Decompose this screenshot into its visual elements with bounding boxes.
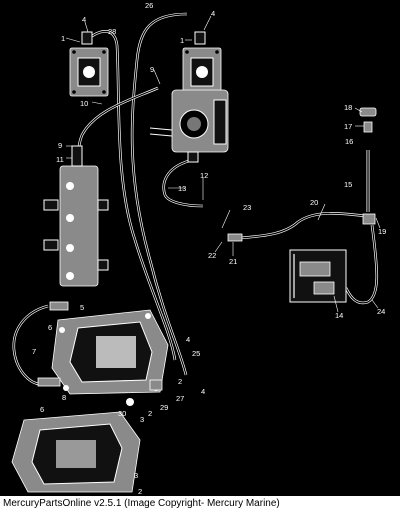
callout-3: 3 bbox=[140, 415, 144, 424]
callout-2b: 2 bbox=[148, 409, 152, 418]
callout-13: 13 bbox=[178, 184, 186, 193]
fitting-17 bbox=[363, 121, 373, 133]
callout-2: 2 bbox=[178, 377, 182, 386]
callout-9b: 9 bbox=[58, 141, 62, 150]
callout-30: 30 bbox=[118, 409, 126, 418]
intake-manifold bbox=[51, 309, 169, 395]
fitting-29 bbox=[149, 379, 163, 391]
callout-4: 4 bbox=[82, 15, 86, 24]
callout-17: 17 bbox=[344, 122, 352, 131]
fuel-rail bbox=[43, 145, 109, 287]
callout-24: 24 bbox=[377, 307, 385, 316]
callout-18: 18 bbox=[344, 103, 352, 112]
callout-4d: 4 bbox=[201, 387, 205, 396]
callout-16: 16 bbox=[345, 137, 353, 146]
leader-lines bbox=[65, 15, 381, 313]
callout-8: 8 bbox=[62, 393, 66, 402]
callout-10: 10 bbox=[80, 99, 88, 108]
hose-26 bbox=[130, 12, 188, 376]
callout-12: 12 bbox=[200, 171, 208, 180]
parts-diagram-canvas: 1 1 4 4 28 26 9 9 10 11 12 13 18 17 16 1… bbox=[11, 1, 387, 496]
fitting-19 bbox=[362, 213, 376, 225]
copyright-footer: MercuryPartsOnline v2.5.1 (Image Copyrig… bbox=[0, 496, 400, 512]
callout-22: 22 bbox=[208, 251, 216, 260]
callout-4c: 4 bbox=[186, 335, 190, 344]
callouts: 1 1 4 4 28 26 9 9 10 11 12 13 18 17 16 1… bbox=[32, 1, 386, 496]
carburetor bbox=[149, 89, 229, 163]
exploded-parts-diagram: 1 1 4 4 28 26 9 9 10 11 12 13 18 17 16 1… bbox=[11, 1, 386, 496]
callout-1: 1 bbox=[61, 34, 65, 43]
hose-24 bbox=[344, 224, 379, 305]
callout-14: 14 bbox=[335, 311, 343, 320]
callout-15: 15 bbox=[344, 180, 352, 189]
callout-21: 21 bbox=[229, 257, 237, 266]
callout-19: 19 bbox=[378, 227, 386, 236]
callout-3b: 3 bbox=[134, 471, 138, 480]
callout-20: 20 bbox=[310, 198, 318, 207]
connector-21 bbox=[227, 233, 243, 242]
callout-28: 28 bbox=[108, 27, 116, 36]
fitting-18 bbox=[359, 107, 377, 117]
fuel-pump-upper-left bbox=[69, 31, 109, 97]
callout-5: 5 bbox=[80, 303, 84, 312]
callout-26: 26 bbox=[145, 1, 153, 10]
hose-28 bbox=[91, 30, 177, 361]
callout-2c: 2 bbox=[138, 487, 142, 496]
callout-4b: 4 bbox=[211, 9, 215, 18]
fitting-30 bbox=[126, 398, 134, 406]
callout-27: 27 bbox=[176, 394, 184, 403]
footer-caption: MercuryPartsOnline v2.5.1 (Image Copyrig… bbox=[3, 498, 280, 509]
callout-7: 7 bbox=[32, 347, 36, 356]
callout-6b: 6 bbox=[40, 405, 44, 414]
callout-29: 29 bbox=[160, 403, 168, 412]
callout-1b: 1 bbox=[180, 36, 184, 45]
callout-23: 23 bbox=[243, 203, 251, 212]
hose-13 bbox=[162, 158, 204, 208]
callout-25: 25 bbox=[192, 349, 200, 358]
fitting-5 bbox=[49, 301, 69, 311]
hose-7 bbox=[12, 304, 49, 386]
callout-11: 11 bbox=[56, 155, 64, 164]
fitting-8 bbox=[37, 377, 61, 387]
throttle-body-base bbox=[11, 411, 141, 493]
hose-20 bbox=[239, 212, 366, 240]
fuel-pump-upper-right bbox=[182, 31, 222, 97]
callout-9: 9 bbox=[150, 65, 154, 74]
fuel-filter-bracket bbox=[289, 249, 347, 303]
callout-6: 6 bbox=[48, 323, 52, 332]
